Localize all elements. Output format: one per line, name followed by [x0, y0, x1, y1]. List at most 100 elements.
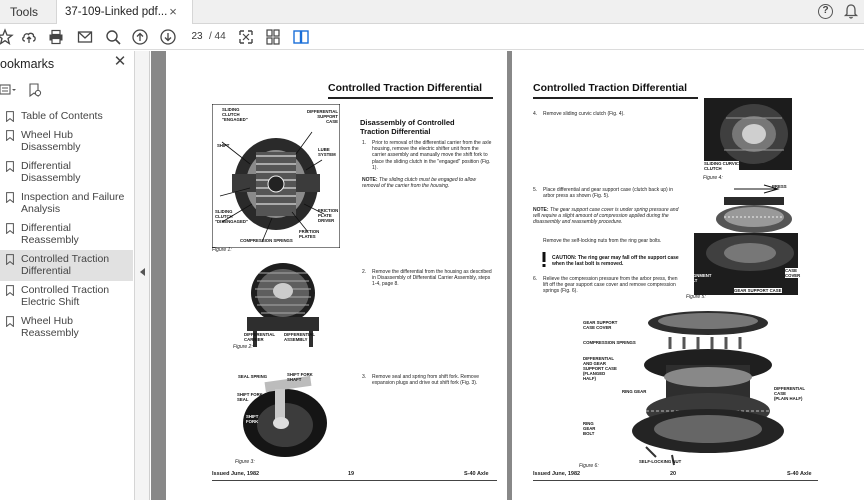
callout-seal-spring: SEAL SPRING	[238, 374, 268, 379]
step-2: 2. Remove the differential from the hous…	[362, 269, 494, 288]
fit-page-icon[interactable]	[237, 28, 255, 46]
bookmark-label: Differential Reassembly	[21, 221, 79, 247]
figure-1-label: Figure 1:	[212, 247, 232, 253]
upload-cloud-icon[interactable]	[20, 28, 38, 46]
email-icon[interactable]	[76, 28, 94, 46]
title-rule	[328, 97, 493, 99]
scrolling-mode-icon[interactable]	[264, 28, 282, 46]
callout-sliding-clutch-engaged: SLIDING CLUTCH "ENGAGED"	[222, 107, 248, 122]
bell-icon[interactable]	[843, 3, 859, 20]
tab-tools[interactable]: Tools	[10, 5, 39, 19]
next-page-icon[interactable]	[159, 28, 177, 46]
callout-text: FRICTION PLATE DRIVER	[318, 208, 339, 223]
figure-3-label: Figure 3:	[235, 459, 255, 465]
step-5: 5. Place differential and gear support c…	[533, 187, 683, 199]
callout-gear-support-case: GEAR SUPPORT CASE	[734, 288, 782, 293]
star-icon[interactable]	[0, 28, 14, 46]
callout-text: SHIFT FORK SHAFT	[287, 372, 313, 382]
footer-issued: Issued June, 1982	[533, 471, 581, 477]
bookmark-label: Table of Contents	[21, 110, 103, 122]
step-text: Prior to removal of the differential car…	[372, 140, 492, 171]
footer-issued: Issued June, 1982	[212, 471, 260, 477]
callout-shift-fork-seal: SHIFT FORK SEAL	[237, 392, 263, 402]
callout-text: DIFFERENTIAL CASE (PLAIN HALF)	[774, 386, 806, 401]
callout-alignment-bolt: ALIGNMENT BOLT	[686, 273, 712, 283]
bookmark-item[interactable]: Differential Reassembly	[0, 219, 133, 250]
bookmark-item[interactable]: Inspection and Failure Analysis	[0, 188, 133, 219]
bookmark-icon	[6, 253, 14, 265]
figure-5-arbor-press-photo	[684, 183, 804, 301]
step-4: 4. Remove sliding curvic clutch (Fig. 4)…	[533, 111, 683, 117]
close-panel-icon[interactable]: ✕	[113, 53, 127, 70]
callout-shift-fork-shaft: SHIFT FORK SHAFT	[287, 372, 313, 382]
callout-text: DIFFERENTIAL CARRIER	[244, 332, 276, 342]
help-icon[interactable]: ?	[818, 4, 833, 19]
step-1: 1. Prior to removal of the differential …	[362, 140, 494, 171]
step-6: 6. Relieve the compression pressure from…	[533, 276, 683, 295]
document-viewport[interactable]: Controlled Traction Differential SLIDING…	[151, 51, 864, 500]
note-label: NOTE:	[533, 207, 549, 213]
callout-text: LUBE SYSTEM	[318, 147, 336, 157]
footer-rule	[533, 480, 818, 481]
bookmark-label: Differential Disassembly	[21, 159, 81, 185]
section-title: Disassembly of Controlled Traction Diffe…	[360, 118, 455, 136]
bookmark-label: Controlled Traction Differential	[21, 252, 110, 278]
panel-splitter[interactable]	[135, 51, 150, 500]
callout-text: FRICTION PLATES	[299, 229, 320, 239]
collapse-panel-icon[interactable]	[140, 268, 146, 276]
tab-document[interactable]: 37-109-Linked pdf...	[56, 0, 193, 24]
callout-ring-gear: RING GEAR	[622, 389, 647, 394]
close-tab-icon[interactable]: ×	[169, 4, 177, 19]
callout-text: ALIGNMENT BOLT	[686, 273, 712, 283]
bookmark-item[interactable]: Wheel Hub Reassembly	[0, 312, 133, 343]
callout-shift-fork: SHIFT FORK	[246, 414, 258, 424]
callout-shift: SHIFT	[217, 143, 230, 148]
figure-3-shift-fork-photo	[235, 365, 333, 461]
callout-diff-case-plain: DIFFERENTIAL CASE (PLAIN HALF)	[774, 386, 805, 401]
two-page-view-icon[interactable]	[292, 28, 310, 46]
figure-2-label: Figure 2:	[233, 344, 253, 350]
callout-case-cover: CASE COVER	[785, 268, 801, 278]
step-number: 6.	[533, 276, 538, 282]
page-number-input[interactable]: 23	[191, 31, 203, 42]
callout-text: GEAR SUPPORT CASE COVER	[583, 320, 618, 330]
zoom-search-icon[interactable]	[104, 28, 122, 46]
note-spring-pressure: NOTE: The gear support case cover is und…	[533, 207, 683, 226]
callout-self-locking-nut: SELF-LOCKING NUT	[639, 459, 682, 464]
step-text: Remove sliding curvic clutch (Fig. 4).	[543, 111, 625, 117]
callout-text: DIFFERENTIAL SUPPORT CASE	[307, 109, 339, 124]
bookmark-icon	[6, 315, 14, 327]
bookmark-icon	[6, 222, 14, 234]
callout-text: CASE COVER	[785, 268, 801, 278]
callout-differential-carrier: DIFFERENTIAL CARRIER	[244, 332, 275, 342]
bookmark-item[interactable]: Table of Contents	[0, 107, 133, 126]
bookmark-item[interactable]: Controlled Traction Differential	[0, 249, 133, 281]
bookmark-icon	[6, 111, 14, 122]
step-3: 3. Remove seal and spring from shift for…	[362, 374, 494, 386]
print-icon[interactable]	[47, 28, 65, 46]
callout-text: SHIFT FORK	[246, 414, 259, 424]
callout-text: SLIDING CURVIC CLUTCH	[704, 161, 740, 171]
callout-sliding-clutch-disengaged: SLIDING CLUTCH "DISENGAGED"	[215, 209, 248, 224]
callout-friction-plate-driver: FRICTION PLATE DRIVER	[318, 208, 338, 223]
bookmark-item[interactable]: Differential Disassembly	[0, 157, 133, 188]
callout-text: DIFFERENTIAL ASSEMBLY	[284, 332, 316, 342]
remove-nuts-instruction: Remove the self-locking nuts from the ri…	[543, 238, 662, 244]
page-total: / 44	[209, 31, 226, 42]
footer-rule	[212, 480, 497, 481]
bookmark-icon	[6, 160, 14, 172]
tab-bar: Tools 37-109-Linked pdf... × ?	[0, 0, 864, 24]
callout-lube-system: LUBE SYSTEM	[318, 147, 336, 157]
callout-text: SLIDING CLUTCH "DISENGAGED"	[215, 209, 248, 224]
footer-page-number: 19	[348, 471, 355, 477]
previous-page-icon[interactable]	[131, 28, 149, 46]
bookmark-item[interactable]: Controlled Traction Electric Shift	[0, 281, 133, 312]
bookmark-options-icon[interactable]	[0, 81, 60, 99]
bookmark-item[interactable]: Wheel Hub Disassembly	[0, 126, 133, 157]
step-text: Relieve the compression pressure from th…	[543, 276, 678, 295]
step-number: 3.	[362, 374, 367, 380]
callout-text: SLIDING CLUTCH "ENGAGED"	[222, 107, 248, 122]
callout-gear-support-case-cover: GEAR SUPPORT CASE COVER	[583, 320, 617, 330]
figure-4-label: Figure 4:	[703, 175, 723, 181]
callout-press: PRESS	[772, 184, 787, 189]
